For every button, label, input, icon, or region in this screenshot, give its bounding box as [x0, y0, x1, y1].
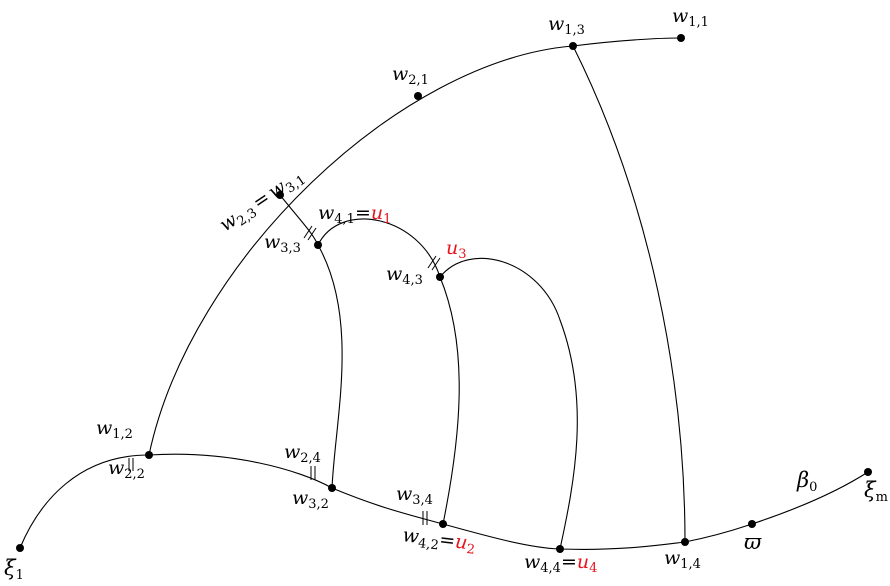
curve-w43-to-w42 [439, 276, 460, 525]
label-w44-eq-u4: w4,4=u4 [524, 551, 597, 576]
label-w23-eq-w31: w2,3=w3,1 [215, 164, 308, 238]
node-w23 [276, 191, 284, 199]
label-w11: w1,1 [672, 5, 709, 30]
equality-mark-w12-w22 [128, 458, 134, 471]
label-w12: w1,2 [96, 417, 133, 442]
node-w43 [436, 273, 444, 281]
label-w33: w3,3 [264, 231, 301, 256]
label-beta0: β0 [796, 468, 817, 495]
label-w14: w1,4 [664, 547, 701, 572]
equality-mark-w24-w32 [310, 466, 316, 480]
curve-u1-arc [317, 218, 441, 278]
label-varpi: ϖ [744, 530, 762, 554]
curve-top-arc [148, 37, 682, 456]
label-w24: w2,4 [284, 441, 321, 466]
label-w34: w3,4 [396, 483, 433, 508]
node-varpi [748, 520, 756, 528]
node-w33 [314, 241, 322, 249]
node-xi1 [16, 544, 24, 552]
label-w42-eq-u2: w4,2=u2 [401, 524, 477, 558]
label-w22: w2,2 [108, 457, 145, 482]
node-w42 [439, 520, 447, 528]
equality-mark-w34-w42 [422, 511, 428, 525]
node-w21 [414, 92, 422, 100]
label-w41-eq-u1: w4,1=u1 [318, 202, 391, 227]
node-w14 [681, 538, 689, 546]
label-xim: ξm [864, 478, 888, 505]
node-w11 [677, 34, 685, 42]
node-w22 [145, 451, 153, 459]
label-w21: w2,1 [392, 63, 429, 88]
curve-w33-to-w32 [317, 244, 343, 489]
curve-w23-to-w33 [279, 194, 319, 246]
equality-mark-u3-w43 [427, 255, 441, 271]
label-w43: w4,3 [386, 263, 423, 288]
node-w13 [569, 42, 577, 50]
label-u3: u3 [446, 237, 467, 262]
label-w32: w3,2 [292, 487, 329, 512]
node-w32 [328, 484, 336, 492]
node-w44 [556, 545, 564, 553]
label-xi1: ξ1 [4, 556, 24, 583]
node-xim [864, 468, 872, 476]
label-w13: w1,3 [548, 13, 585, 38]
curve-u3-arc [439, 257, 578, 550]
equality-mark-w41-w33 [303, 225, 317, 241]
curve-w13-to-w14 [572, 45, 686, 543]
